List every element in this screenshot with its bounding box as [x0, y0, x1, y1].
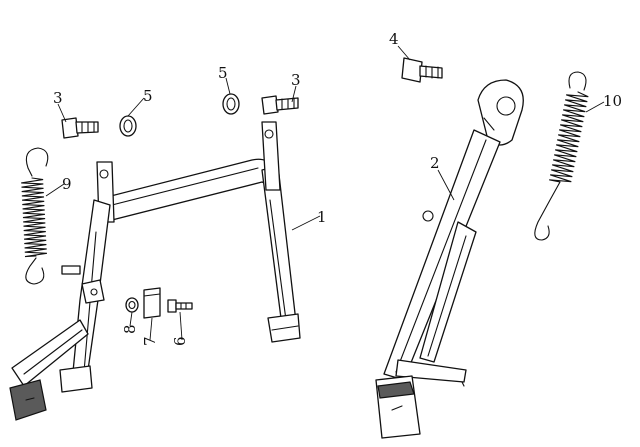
leader-lines: [45, 45, 605, 341]
callout-1: 1: [317, 208, 327, 226]
callout-10: 10: [603, 92, 622, 110]
small-bolt: [167, 299, 193, 313]
callout-3-left: 3: [53, 89, 63, 107]
shoulder-bolt: [401, 57, 443, 83]
side-stand: [375, 79, 524, 439]
callout-labels: 1 2 3 3 4 5 5 6 7 8 9 10: [53, 30, 622, 346]
washer-left: [119, 115, 137, 137]
bolt-left: [61, 117, 99, 139]
callout-7: 7: [141, 336, 159, 346]
callout-5-right: 5: [218, 64, 228, 82]
spacer: [143, 287, 161, 319]
callout-5-left: 5: [143, 87, 153, 105]
callout-9: 9: [62, 175, 72, 193]
main-stand: [9, 121, 301, 421]
callout-2: 2: [430, 154, 440, 172]
callout-4: 4: [389, 30, 399, 48]
washer-right: [222, 93, 240, 115]
callout-8: 8: [121, 324, 139, 334]
callout-6: 6: [171, 336, 189, 346]
spring-left: [21, 147, 49, 285]
callout-3-right: 3: [291, 71, 301, 89]
spring-right: [534, 71, 589, 241]
nut: [125, 297, 139, 313]
